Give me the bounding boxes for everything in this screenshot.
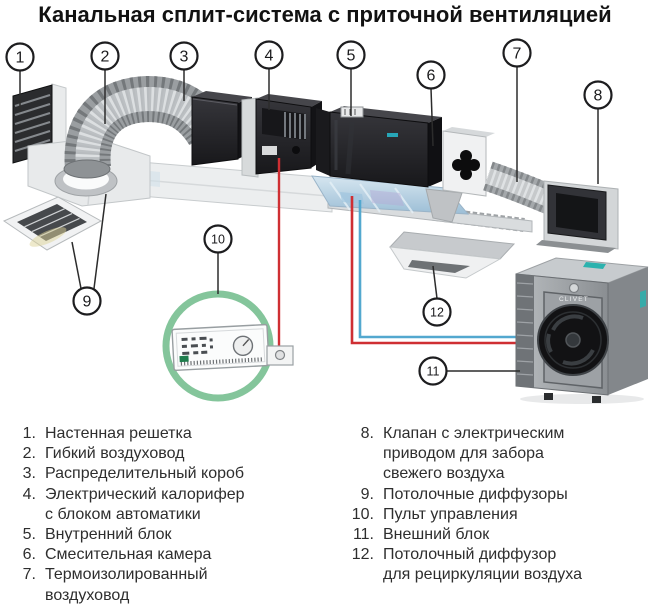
legend-item-number: 7.	[22, 566, 36, 584]
legend-item-text: Клапан с электрическим приводом для забо…	[383, 425, 565, 483]
legend-item-text: Распределительный короб	[45, 465, 245, 483]
legend-item: 6. Смесительная камера	[12, 545, 322, 565]
svg-text:7: 7	[513, 46, 522, 63]
brand-logo-icon	[568, 282, 580, 294]
callout-9: 9	[72, 286, 102, 316]
callout-12: 12	[422, 297, 452, 327]
indoor-unit-logo	[387, 133, 398, 137]
svg-text:9: 9	[83, 294, 92, 311]
legend-item-number: 3.	[22, 465, 36, 483]
legend-item-number: 11.	[352, 526, 374, 544]
legend-item-text: Внешний блок	[383, 526, 490, 544]
svg-text:5: 5	[347, 48, 356, 65]
legend-item-text: Пульт управления	[383, 505, 518, 523]
callout-3: 3	[169, 41, 199, 71]
recirculation-diffuser	[388, 231, 516, 279]
svg-text:8: 8	[594, 88, 603, 105]
legend-item-text: Гибкий воздуховод	[45, 445, 185, 463]
legend-item-text: Термоизолированный воздуховод	[45, 566, 208, 604]
legend-item-number: 5.	[22, 526, 36, 544]
svg-text:11: 11	[427, 365, 440, 379]
refrigerant-lines	[350, 196, 522, 345]
legend-item: 11. Внешний блок	[344, 525, 646, 545]
brand-label: CLIVET	[559, 296, 589, 303]
outdoor-unit: CLIVET	[515, 257, 649, 404]
legend-item: 9. Потолочные диффузоры	[344, 485, 646, 505]
legend-item-number: 6.	[22, 546, 36, 564]
legend-item-text: Внутренний блок	[45, 526, 172, 544]
legend-item: 8. Клапан с электрическим приводом для за…	[344, 424, 646, 485]
callout-8: 8	[583, 80, 613, 110]
svg-text:12: 12	[430, 306, 444, 320]
legend-item-number: 12.	[351, 546, 374, 564]
system-diagram: CLIVET 1 2 3 4 5	[2, 38, 649, 404]
legend-item-number: 10.	[351, 505, 374, 523]
callout-2: 2	[90, 41, 120, 71]
svg-text:3: 3	[180, 49, 189, 66]
control-panel	[162, 290, 294, 402]
electric-heater	[241, 94, 322, 178]
svg-text:6: 6	[427, 68, 436, 85]
legend-left-column: 1.Настенная решетка 2.Гибкий воздуховод …	[12, 424, 322, 606]
callout-6: 6	[416, 60, 446, 90]
svg-text:2: 2	[101, 49, 110, 66]
legend-item-text: Электрический калорифер с блоком автомат…	[45, 485, 245, 523]
callouts: 1 2 3 4 5 6 7 8 9 10 11 12	[5, 38, 613, 386]
callout-10: 10	[203, 224, 233, 254]
legend-item-number: 8.	[360, 425, 374, 442]
svg-text:1: 1	[16, 50, 25, 67]
legend-item-number: 2.	[22, 445, 36, 463]
legend-item-text: Настенная решетка	[45, 425, 192, 442]
legend-item: 7. Термоизолированный воздуховод	[12, 565, 322, 605]
indoor-unit	[311, 106, 470, 215]
legend-item-text: Потолочный диффузор для рециркуляции воз…	[383, 546, 582, 584]
page-title: Канальная сплит-система с приточной вент…	[38, 2, 612, 27]
legend-item-number: 9.	[360, 485, 374, 503]
svg-text:10: 10	[211, 233, 225, 247]
legend-item-number: 4.	[22, 485, 36, 503]
callout-5: 5	[336, 40, 366, 70]
intake-valve	[536, 180, 619, 253]
legend-right-column: 8. Клапан с электрическим приводом для за…	[344, 424, 646, 586]
callout-4: 4	[254, 40, 284, 70]
callout-7: 7	[502, 38, 532, 68]
leader-lines	[19, 66, 599, 372]
svg-text:4: 4	[265, 48, 274, 65]
callout-11: 11	[418, 356, 448, 386]
legend-item: 1. Настенная решетка	[12, 424, 322, 444]
legend-item: 5. Внутренний блок	[12, 525, 322, 545]
legend-item-text: Потолочные диффузоры	[383, 485, 568, 503]
callout-1: 1	[5, 42, 35, 72]
legend-item: 10. Пульт управления	[344, 505, 646, 525]
legend-item: 2. Гибкий воздуховод	[12, 444, 322, 464]
legend-item: 4. Электрический калорифер с блоком автом…	[12, 485, 322, 525]
mixing-chamber	[425, 127, 495, 223]
legend-item-number: 1.	[22, 425, 36, 442]
legend-item: 12. Потолочный диффузор для рециркуляции …	[344, 545, 646, 585]
legend-item-text: Смесительная камера	[45, 546, 212, 564]
fan-cross-icon	[452, 150, 480, 180]
legend-item: 3. Распределительный короб	[12, 464, 322, 484]
ceiling-diffuser	[2, 196, 103, 251]
